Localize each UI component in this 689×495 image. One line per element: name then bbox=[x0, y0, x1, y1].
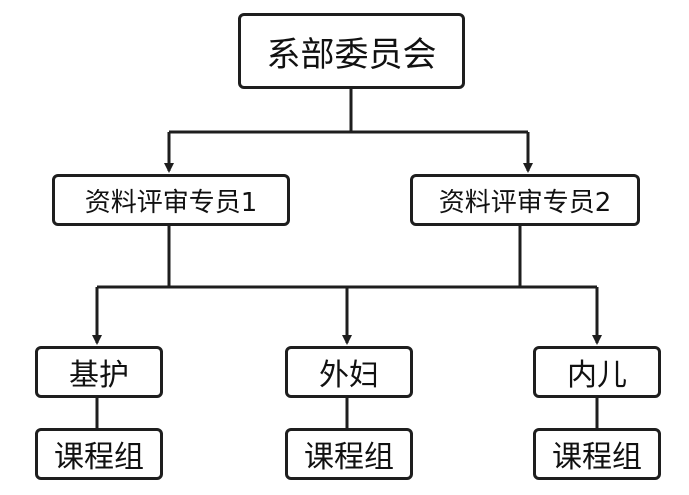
reviewer-1-node: 资料评审专员1 bbox=[52, 174, 290, 226]
group-1-node: 基护 bbox=[35, 346, 163, 398]
course-group-3-node: 课程组 bbox=[533, 428, 661, 480]
course-group-2-node: 课程组 bbox=[285, 428, 413, 480]
group-2-node: 外妇 bbox=[285, 346, 413, 398]
course-group-1-node: 课程组 bbox=[35, 428, 163, 480]
reviewer-2-node: 资料评审专员2 bbox=[410, 174, 640, 226]
department-committee-label: 系部委员会 bbox=[266, 34, 437, 75]
course-group-3-label: 课程组 bbox=[552, 440, 642, 475]
department-committee-node: 系部委员会 bbox=[238, 13, 465, 89]
group-3-label: 内儿 bbox=[567, 358, 627, 393]
group-3-node: 内儿 bbox=[533, 346, 661, 398]
reviewer-2-label: 资料评审专员2 bbox=[438, 187, 612, 218]
group-2-label: 外妇 bbox=[319, 358, 379, 393]
course-group-2-label: 课程组 bbox=[304, 440, 394, 475]
course-group-1-label: 课程组 bbox=[54, 440, 144, 475]
group-1-label: 基护 bbox=[69, 358, 129, 393]
reviewer-1-label: 资料评审专员1 bbox=[84, 187, 258, 218]
